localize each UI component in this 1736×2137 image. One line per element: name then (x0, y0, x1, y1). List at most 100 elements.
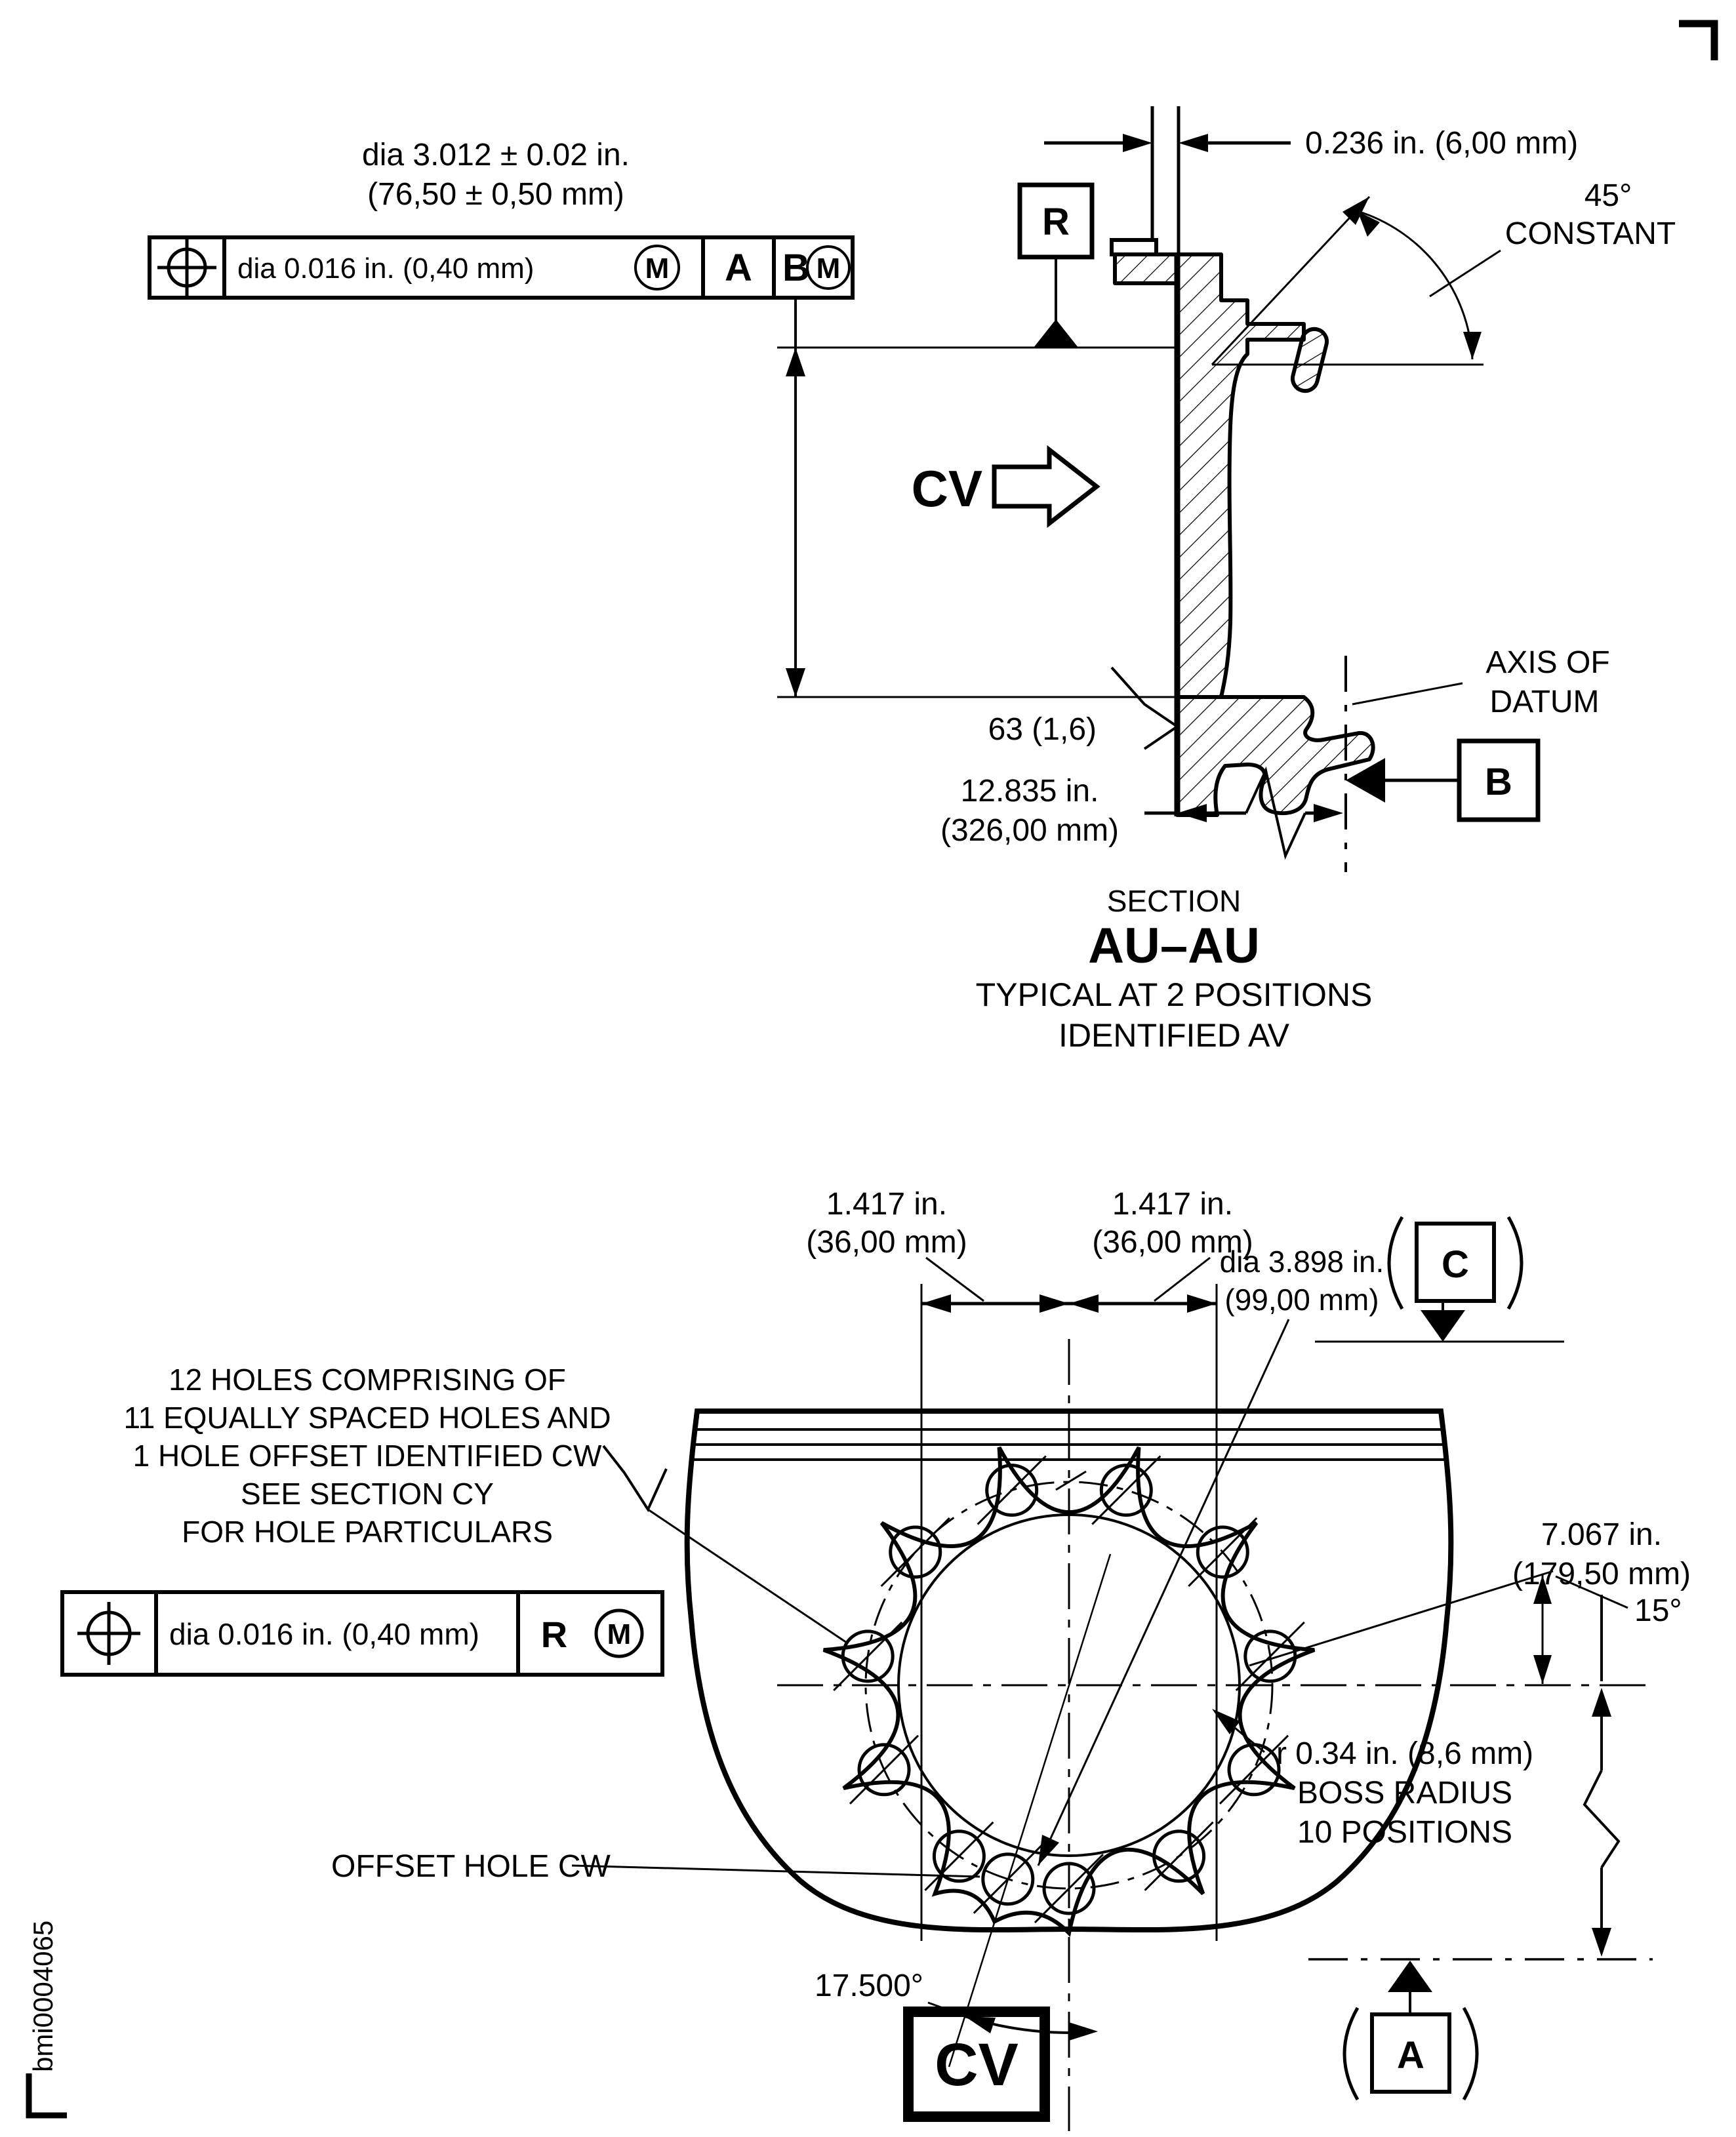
offset-angle-reference-line (948, 1553, 1112, 2067)
boss-note-line1: r 0.34 in. (8,6 mm) (1276, 1736, 1533, 1771)
datum-c-paren-left (1387, 1216, 1404, 1310)
arrowhead-down (1533, 1655, 1552, 1684)
datum-r-triangle-icon (1034, 319, 1078, 348)
section-caption-line4: IDENTIFIED AV (1059, 1017, 1290, 1054)
datum-a-box (1370, 2012, 1451, 2094)
bolt-hole (857, 1743, 911, 1797)
cv-view-box (903, 2007, 1050, 2122)
hole-slash (1091, 1455, 1161, 1525)
axis-note-leader (1352, 682, 1463, 706)
bolt-hole (932, 1829, 986, 1883)
plan-view: 1.417 in. (36,00 mm) 1.417 in. (36,00 mm… (60, 1187, 1691, 2131)
hole-slash (1034, 1853, 1104, 1924)
arrowhead-right (1123, 134, 1152, 152)
holes-note-leader (647, 1508, 847, 1644)
cv-direction-arrow-icon (992, 445, 1100, 529)
datum-a-paren-right (1462, 2007, 1479, 2101)
fcf-tolerance: dia 0.016 in. (0,40 mm) (237, 252, 534, 285)
chamfer-reference-line (1211, 195, 1371, 366)
bolt-circle-dim-line2: (99,00 mm) (1224, 1283, 1379, 1317)
hole-slash (880, 1517, 950, 1588)
holes-note-line3: 1 HOLE OFFSET IDENTIFIED CW (133, 1439, 602, 1473)
bolt-hole (889, 1525, 942, 1579)
arrowhead-right (1314, 804, 1343, 822)
datum-r-flag: R (1017, 182, 1095, 348)
axis-note-line2: DATUM (1489, 685, 1599, 719)
datum-a-triangle-icon (1388, 1961, 1432, 1992)
section-caption-line1: SECTION (1107, 884, 1241, 918)
section-dia-dim-line2: (76,50 ± 0,50 mm) (367, 177, 624, 212)
angle-arc (1357, 210, 1474, 360)
datum-b-label: B (1485, 761, 1512, 803)
upper-flange-section (1113, 252, 1306, 699)
page-corner-mark-bottom-left (26, 2073, 67, 2119)
arrowhead (1212, 1709, 1240, 1734)
section-view: dia 3.012 ± 0.02 in. (76,50 ± 0,50 mm) d… (148, 106, 1676, 1054)
datum-c-box (1415, 1222, 1496, 1303)
arrowhead-left (965, 2016, 996, 2033)
arrowhead (1038, 1835, 1059, 1866)
figure-code-label: bmi0004065 (28, 1921, 58, 2072)
feature-control-frame-bottom: dia 0.016 in. (0,40 mm) R M (60, 1590, 664, 1677)
bolt-circle-tick (1055, 1470, 1087, 1491)
angle-45-label: 45° (1585, 178, 1632, 213)
spacing-left-line2: (36,00 mm) (806, 1225, 967, 1260)
hole-slash (833, 1621, 903, 1691)
bolt-hole (1243, 1629, 1297, 1683)
bolt-hole (1099, 1464, 1153, 1517)
bolt-hole (1196, 1525, 1249, 1579)
arrowhead-down (1592, 1928, 1611, 1957)
holes-note-line5: FOR HOLE PARTICULARS (182, 1515, 553, 1549)
arrowhead (1358, 211, 1380, 237)
dim-break-zigzag (1583, 1770, 1621, 1869)
fcf-tol-modifier: M (645, 252, 670, 285)
spacing-left-line1: 1.417 in. (826, 1187, 947, 1222)
arrowhead-right (1187, 1294, 1217, 1313)
section-caption-line2: AU–AU (1088, 918, 1260, 974)
bolt-hole (985, 1464, 1039, 1517)
cv-view-arrow-label: CV (912, 460, 982, 517)
bolt-circle-dim-line1: dia 3.898 in. (1220, 1245, 1384, 1279)
fcf-bottom-tolerance: dia 0.016 in. (0,40 mm) (169, 1617, 479, 1651)
offset-angle-label: 17.500° (815, 1968, 923, 2003)
bolt-hole (841, 1629, 895, 1683)
flange-lip (1110, 238, 1158, 256)
page-corner-mark-top-right (1679, 20, 1718, 60)
section-dia-dim-line1: dia 3.012 ± 0.02 in. (362, 138, 630, 172)
feature-control-frame-top: dia 0.016 in. (0,40 mm) M A B M (148, 235, 855, 300)
hole-slash (924, 1821, 994, 1891)
bolt-holes (833, 1455, 1305, 1924)
fcf-bottom-datum: R (541, 1614, 567, 1655)
arrowhead-left (1179, 134, 1208, 152)
section-caption-line3: TYPICAL AT 2 POSITIONS (976, 976, 1373, 1013)
mmc-modifier-icon (806, 245, 851, 290)
angle-15-reference-line (1249, 1570, 1554, 1667)
datum-a-flag: A (1342, 1961, 1479, 2101)
arrowhead (1342, 197, 1369, 225)
arrowhead-right (1040, 1294, 1069, 1313)
datum-c-flag: C (1315, 1216, 1564, 1343)
datum-r-label: R (1042, 201, 1070, 243)
surface-finish-icon (1110, 666, 1180, 750)
angle-15-label: 15° (1634, 1593, 1682, 1628)
surface-finish-label: 63 (1,6) (988, 712, 1097, 747)
dim-break-zigzag (1245, 766, 1306, 860)
holes-note-line2: 11 EQUALLY SPACED HOLES AND (123, 1401, 611, 1435)
fcf-bottom-modifier: M (607, 1618, 632, 1650)
arrowhead-left (921, 1294, 951, 1313)
wall-dim-label: 0.236 in. (6,00 mm) (1305, 126, 1578, 161)
hole-slash (1219, 1734, 1289, 1805)
arrowhead (1463, 332, 1482, 359)
spacing-right-line1: 1.417 in. (1112, 1187, 1233, 1222)
datum-b-triangle-icon (1346, 758, 1385, 803)
offset-hole-label: OFFSET HOLE CW (331, 1849, 611, 1884)
arrowhead-down (786, 668, 805, 697)
hole-slash (1235, 1621, 1305, 1691)
fcf-frame (148, 235, 855, 300)
bolt-circle-dim-leader (1037, 1319, 1290, 1866)
datum-a-label: A (1397, 2034, 1424, 2077)
arrowhead-up (1533, 1575, 1552, 1604)
spacing-right-line2: (36,00 mm) (1092, 1225, 1253, 1260)
